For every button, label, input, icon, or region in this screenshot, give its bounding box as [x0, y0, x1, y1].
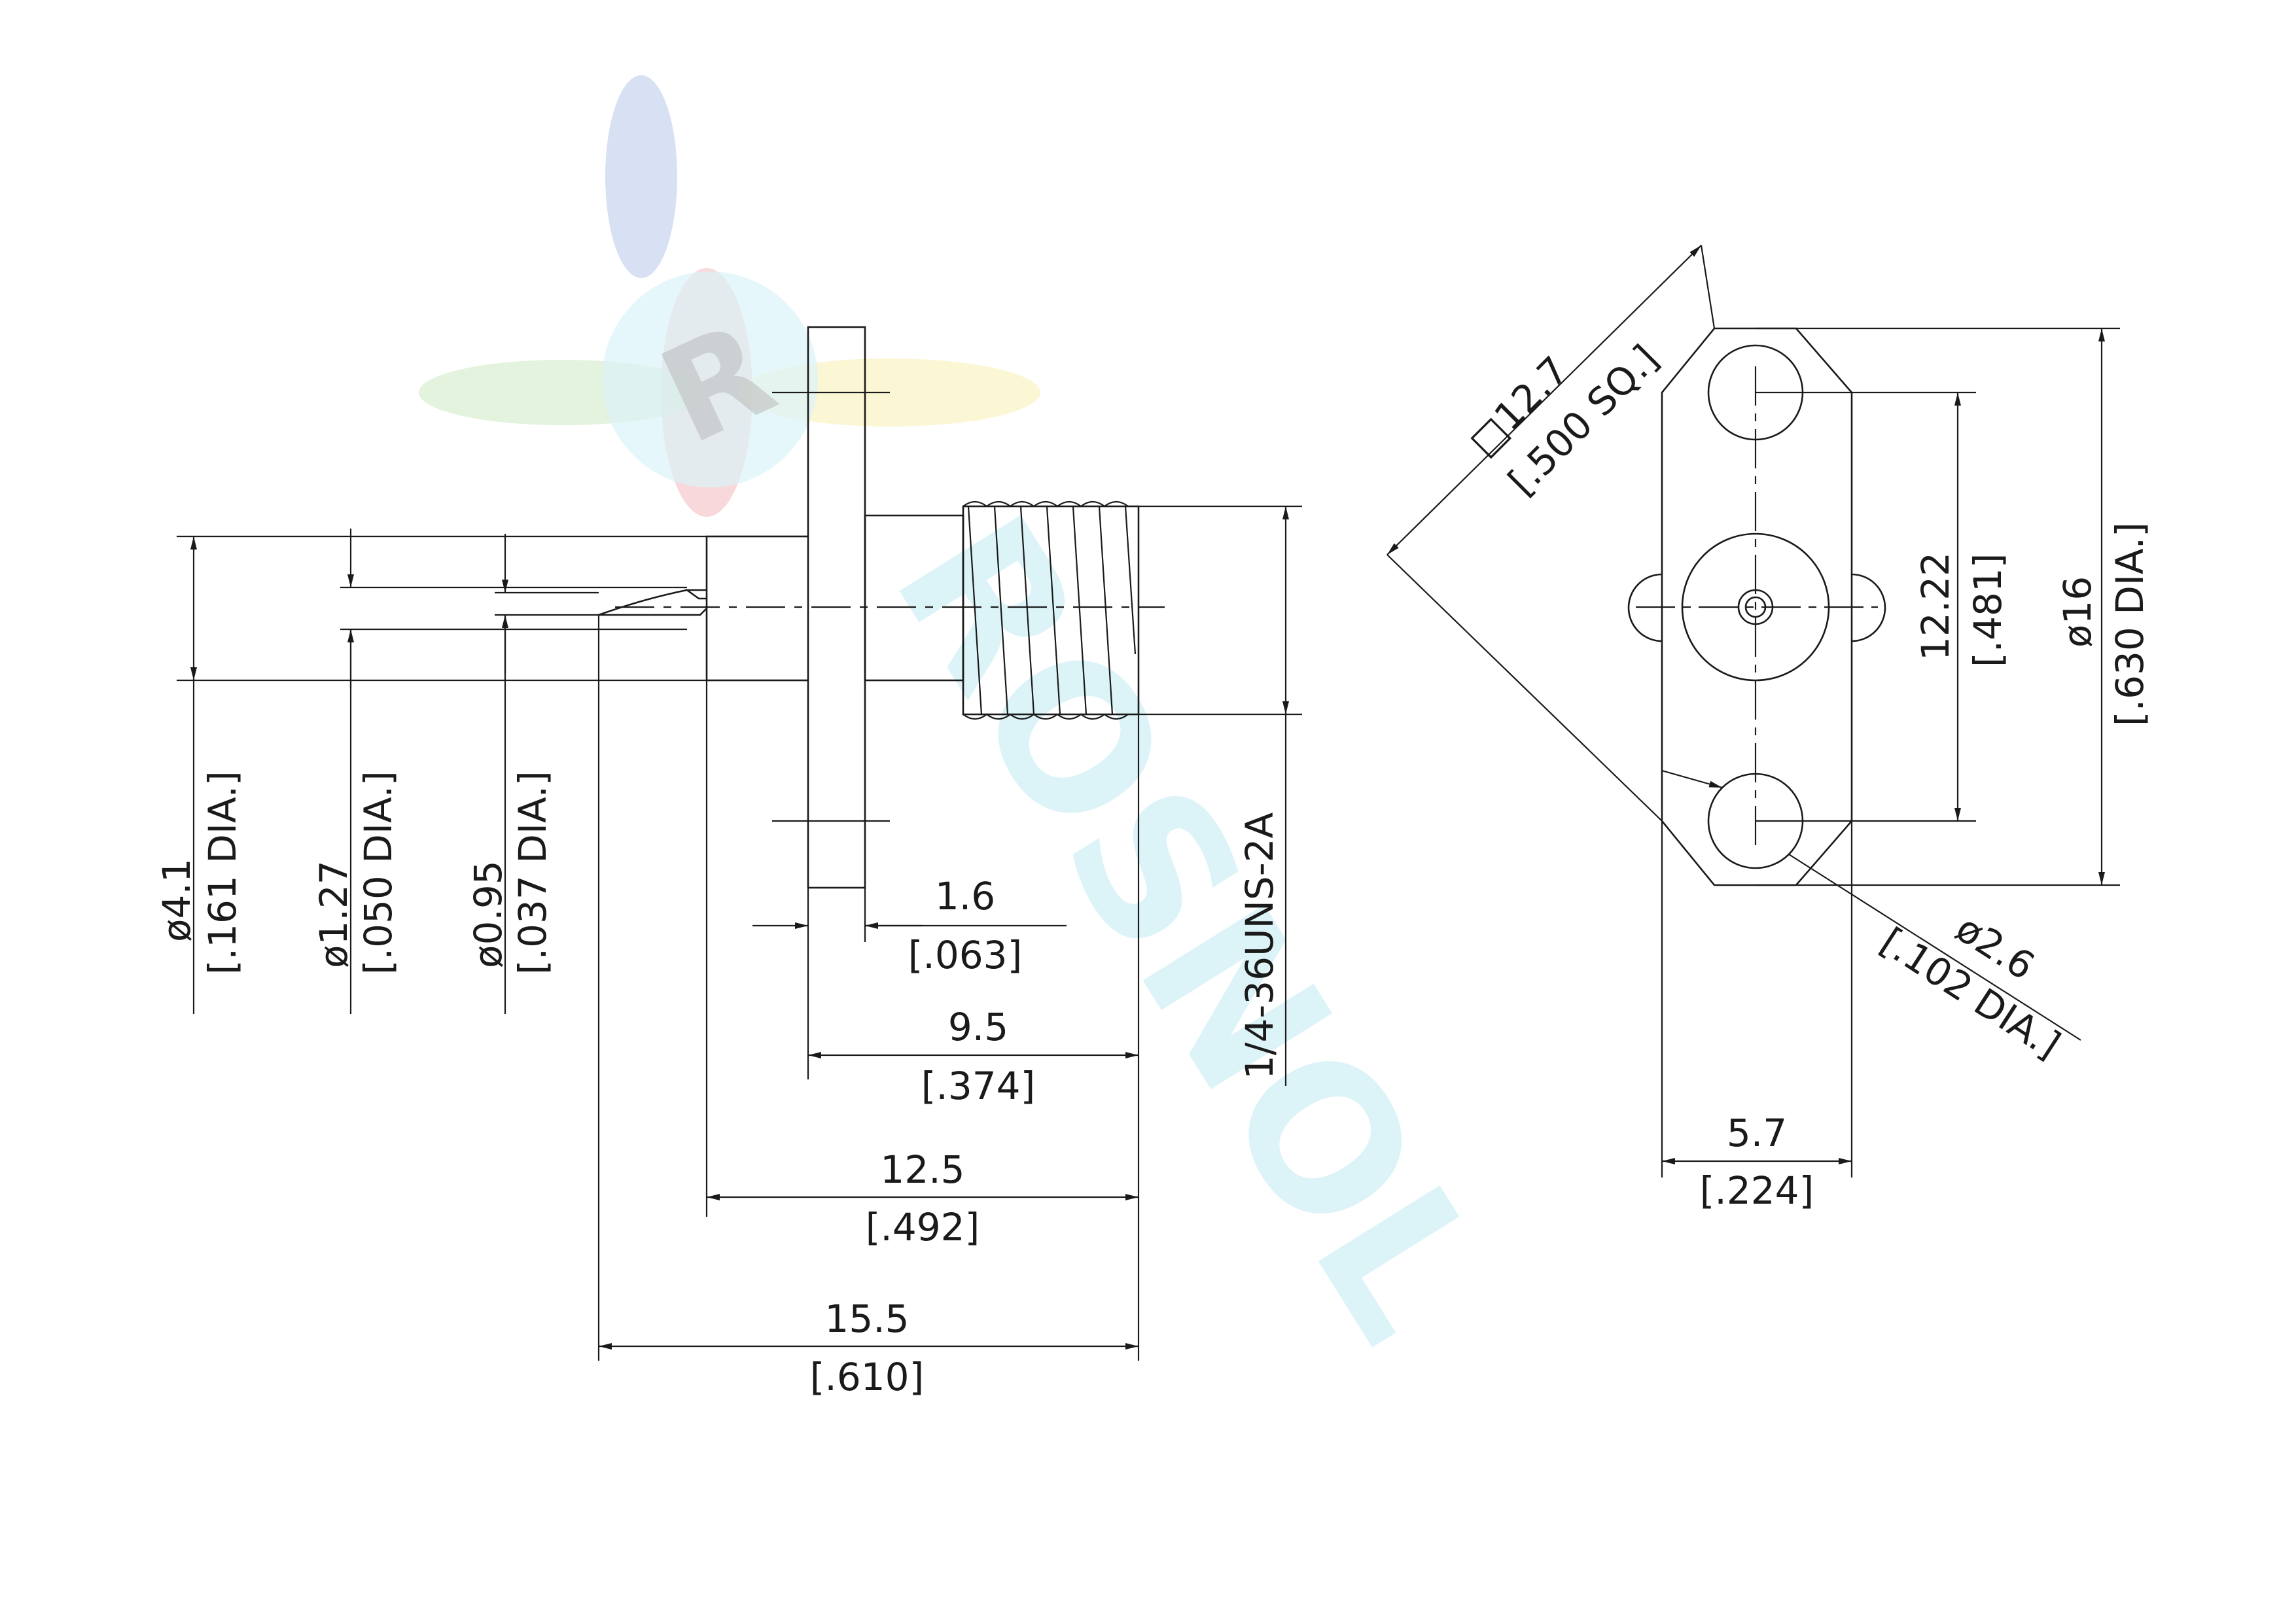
dim-hole-spacing-value: 12.22	[1913, 552, 1958, 661]
dim-overall-len-value: 15.5	[824, 1297, 909, 1341]
dim-tip-dia-value: ø0.95	[466, 860, 510, 968]
dim-body-len-inch: [.492]	[866, 1205, 980, 1249]
dim-body-len: 12.5 [.492]	[707, 1147, 1139, 1249]
dim-body-dia-value: ø4.1	[154, 858, 199, 942]
dim-flange-thk-inch: [.063]	[908, 933, 1022, 977]
dim-pin-dia: ø1.27 [.050 DIA.]	[311, 529, 400, 1014]
thread-lines	[963, 500, 1137, 720]
dim-overall-len-inch: [.610]	[810, 1355, 924, 1399]
dim-tip-dia-inch: [.037 DIA.]	[510, 771, 555, 975]
front-view: □12.7 [.500 SQ.] 12.22 [.481] ø16 [.630 …	[1386, 245, 2152, 1213]
dim-hole-dia: ø2.6 [.102 DIA.]	[1661, 769, 2081, 1068]
dim-tip-dia: ø0.95 [.037 DIA.]	[466, 534, 555, 1014]
dim-pin-dia-inch: [.050 DIA.]	[356, 771, 400, 975]
dim-square: □12.7 [.500 SQ.]	[1386, 245, 1702, 555]
dim-flange-to-end: 9.5 [.374]	[808, 1005, 1139, 1108]
dim-flange-dia-value: ø16	[2055, 576, 2100, 648]
dim-body-len-value: 12.5	[880, 1147, 964, 1192]
dim-flange-width-inch: [.224]	[1700, 1168, 1814, 1213]
dim-pin-dia-value: ø1.27	[311, 860, 356, 968]
dim-overall-len: 15.5 [.610]	[599, 1297, 1139, 1399]
dim-flange-thk: 1.6 [.063]	[752, 874, 1067, 977]
dim-flange-to-end-value: 9.5	[948, 1005, 1008, 1049]
dim-flange-to-end-inch: [.374]	[921, 1064, 1035, 1108]
dim-thread: 1/4-36UNS-2A	[1237, 506, 1289, 1086]
flange-outline	[1627, 327, 1886, 886]
thread-spec-label: 1/4-36UNS-2A	[1237, 812, 1282, 1079]
extension-lines	[177, 505, 1302, 1361]
watermark: R ROSNOL	[419, 75, 1529, 1376]
dim-flange-dia-inch: [.630 DIA.]	[2108, 522, 2152, 726]
dim-body-dia: ø4.1 [.161 DIA.]	[154, 536, 245, 1014]
dim-body-dia-inch: [.161 DIA.]	[200, 771, 245, 975]
dim-flange-width: 5.7 [.224]	[1662, 1111, 1852, 1213]
dim-hole-spacing-inch: [.481]	[1966, 553, 2010, 667]
connector-outline	[598, 326, 1165, 889]
dim-hole-spacing: 12.22 [.481]	[1913, 393, 2010, 821]
front-extension-lines	[1386, 245, 2120, 1178]
dim-flange-width-value: 5.7	[1727, 1111, 1787, 1155]
watermark-logo: R	[419, 75, 1040, 517]
side-view: ø4.1 [.161 DIA.] ø1.27 [.050 DIA.] ø0.95…	[154, 326, 1302, 1399]
dim-flange-thk-value: 1.6	[935, 874, 995, 918]
dim-flange-dia: ø16 [.630 DIA.]	[2055, 328, 2152, 885]
